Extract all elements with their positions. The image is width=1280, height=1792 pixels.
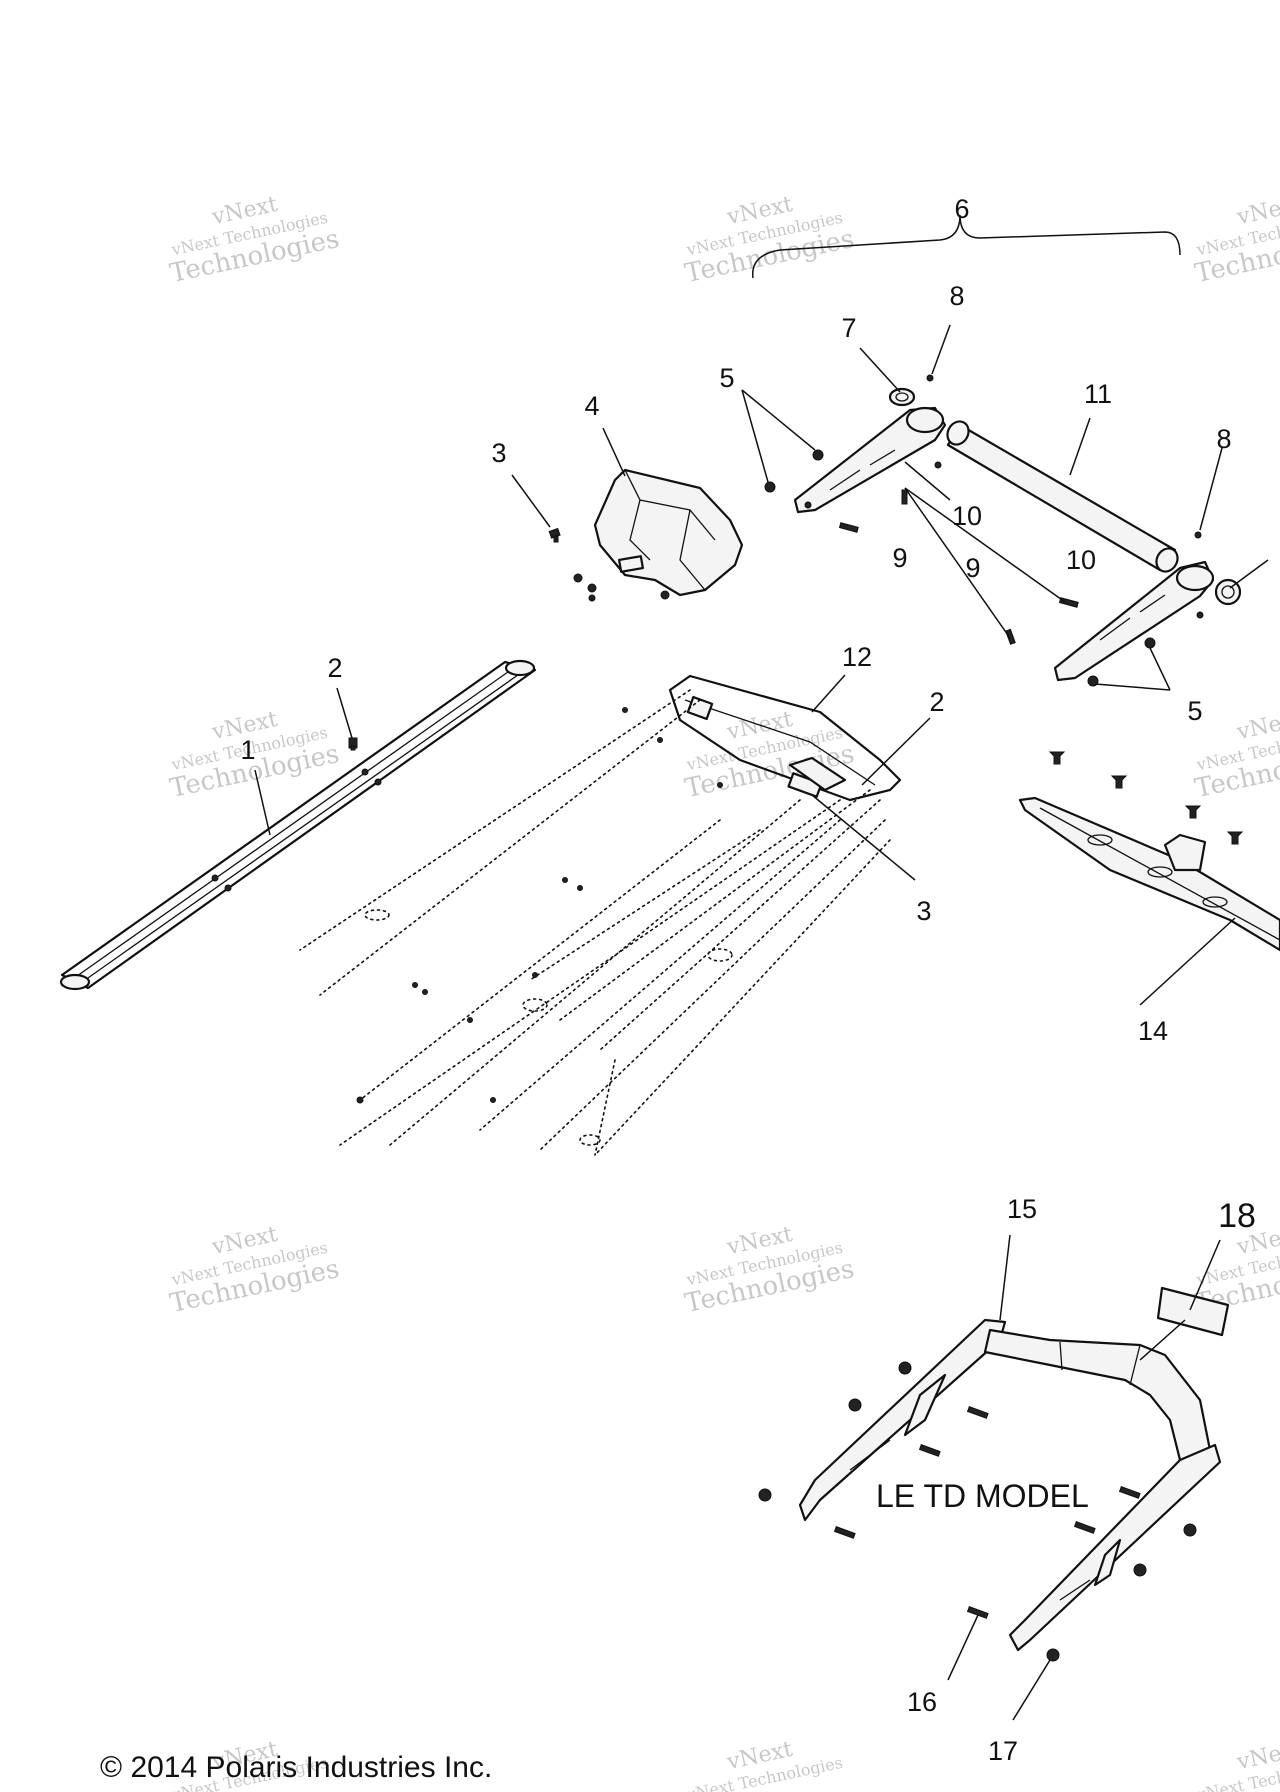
callouts: 6 8 7 5 4 11 3 8 10 9 9 10 2 12 2 5 1 3 … — [240, 194, 1255, 1766]
part-5-nuts-lower — [1087, 637, 1156, 687]
part-10-arm-lower — [1053, 560, 1242, 682]
callout-9: 9 — [892, 543, 907, 573]
part-7-bushing — [888, 387, 916, 407]
callout-2: 2 — [929, 687, 944, 717]
watermark: vNext vNext Technologies Technologies — [167, 192, 342, 289]
callout-4: 4 — [584, 391, 599, 421]
part-8-screws — [926, 374, 1204, 619]
part-3-screws — [548, 527, 561, 543]
callout-11: 11 — [1084, 379, 1112, 409]
part-14-front-rail — [1018, 751, 1280, 952]
part-1-rail — [59, 659, 537, 991]
callout-5: 5 — [719, 363, 734, 393]
watermark: vNext vNext Technologies — [684, 1737, 844, 1792]
callout-3: 3 — [491, 438, 506, 468]
callout-3: 3 — [916, 896, 931, 926]
callout-9: 9 — [965, 553, 980, 583]
part-11-shaft — [946, 420, 1179, 573]
part-15-rear-bumper — [798, 1318, 1222, 1652]
watermark: vNext vNext Technologies Technologies — [682, 1222, 857, 1319]
watermark: vNext vNext Technologies Technologies — [682, 192, 857, 289]
watermark: vNext vNext Technologies Technologies — [1192, 192, 1280, 289]
part-4-cover — [573, 468, 744, 602]
part-2-screw-left — [348, 737, 358, 751]
callout-8: 8 — [949, 281, 964, 311]
part-10-arm-upper — [793, 406, 947, 514]
callout-1: 1 — [240, 735, 255, 765]
part-16-bolts — [833, 1406, 1141, 1619]
watermark: vNext vNext Technologies Technologies — [167, 1222, 342, 1319]
callout-12: 12 — [842, 642, 872, 672]
part-12-tunnel — [299, 674, 902, 1156]
part-5-nuts-upper — [764, 449, 824, 493]
watermark: vNext vNext Technologies — [1194, 1737, 1280, 1792]
part-18-decal — [1156, 1286, 1230, 1337]
callout-16: 16 — [907, 1687, 937, 1717]
callout-7: 7 — [841, 313, 856, 343]
model-note: LE TD MODEL — [876, 1478, 1089, 1514]
copyright-text: © 2014 Polaris Industries Inc. — [100, 1751, 492, 1784]
callout-6: 6 — [954, 194, 969, 224]
callout-2: 2 — [327, 653, 342, 683]
part-2-bracket-right — [788, 756, 847, 792]
callout-18: 18 — [1218, 1197, 1256, 1235]
callout-8: 8 — [1216, 424, 1231, 454]
callout-10: 10 — [1066, 545, 1096, 575]
part-17-nuts — [758, 1361, 1197, 1662]
callout-10: 10 — [952, 501, 982, 531]
callout-15: 15 — [1007, 1194, 1037, 1224]
callout-17: 17 — [988, 1736, 1018, 1766]
part-9-bolts — [838, 489, 1079, 645]
callout-5: 5 — [1187, 696, 1202, 726]
leader-lines — [254, 214, 1269, 1721]
callout-14: 14 — [1138, 1016, 1168, 1046]
